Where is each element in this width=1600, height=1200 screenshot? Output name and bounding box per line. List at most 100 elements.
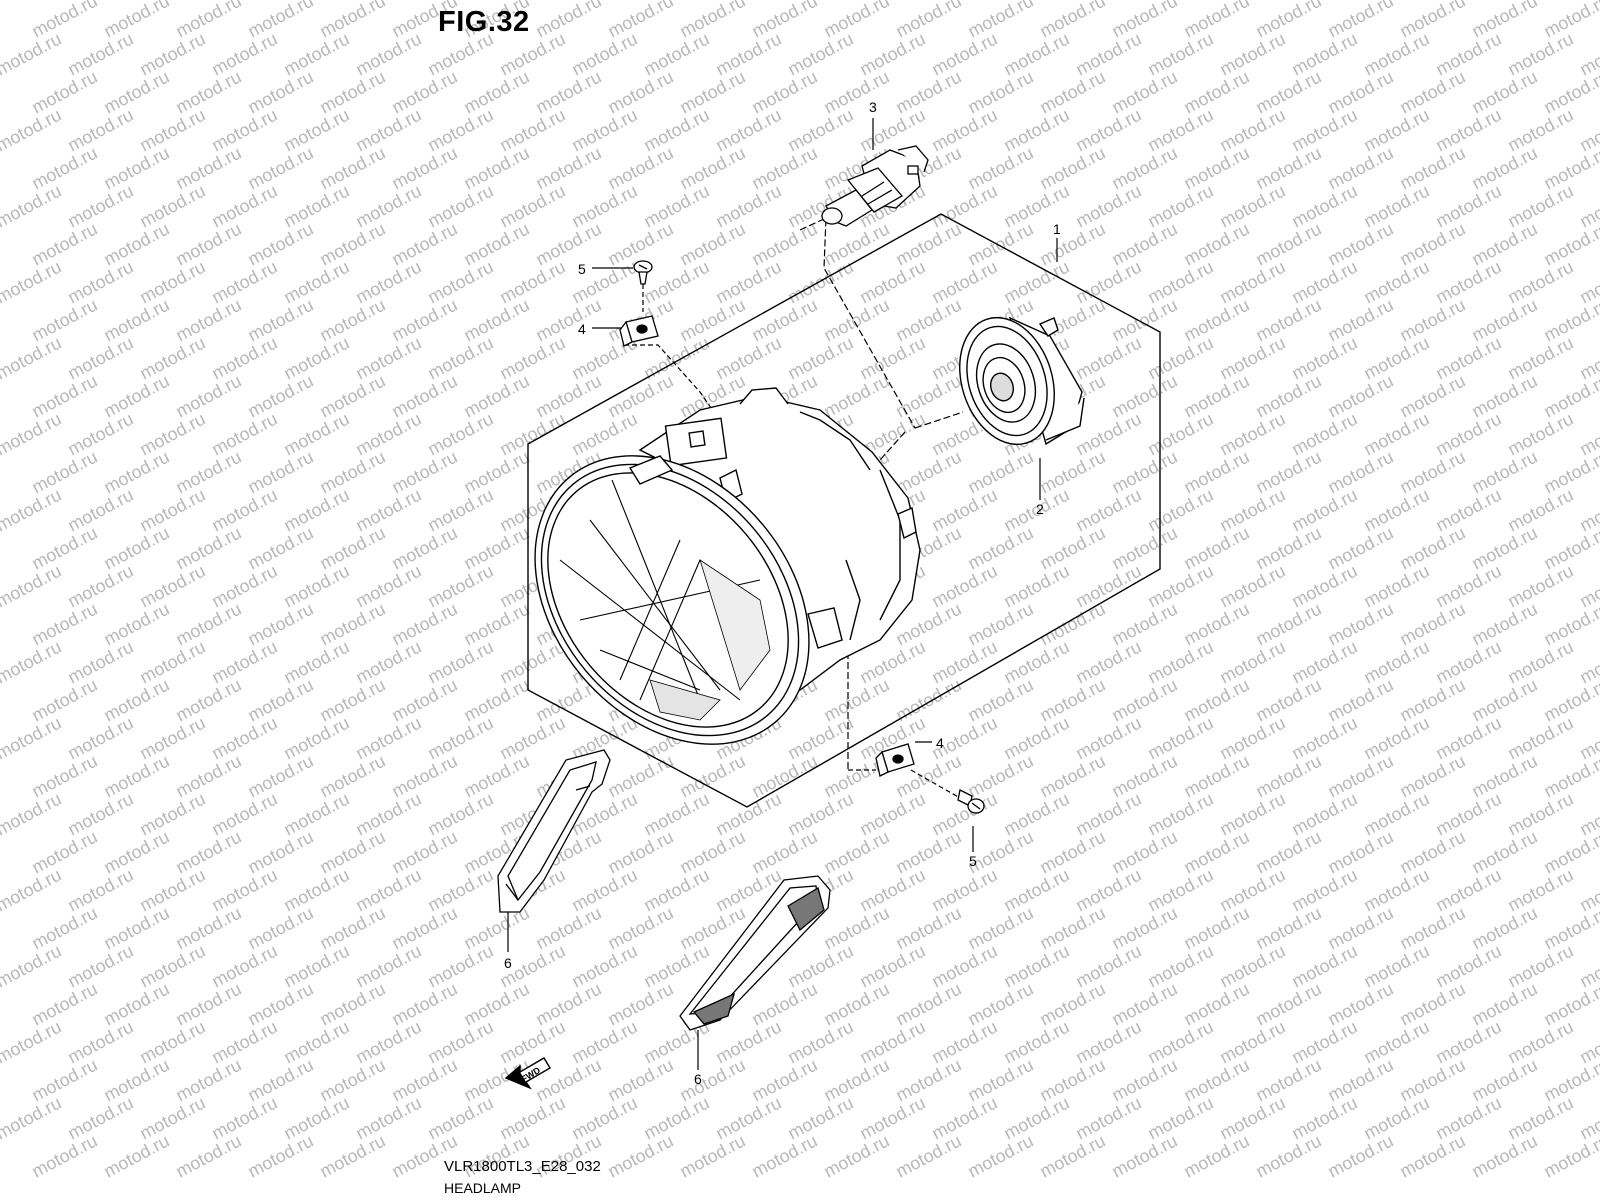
watermark-text: motod.ru <box>1288 789 1360 840</box>
watermark-text: motod.ru <box>1540 751 1600 802</box>
watermark-text: motod.ru <box>424 1093 496 1144</box>
watermark-text: motod.ru <box>892 979 964 1030</box>
watermark-text: motod.ru <box>1396 827 1468 878</box>
watermark-text: motod.ru <box>712 105 784 156</box>
watermark-text: motod.ru <box>100 903 172 954</box>
watermark-text: motod.ru <box>316 295 388 346</box>
watermark-text: motod.ru <box>1360 485 1432 536</box>
watermark-text: motod.ru <box>280 181 352 232</box>
watermark-text: motod.ru <box>1216 1093 1288 1144</box>
watermark-text: motod.ru <box>1324 0 1396 42</box>
watermark-text: motod.ru <box>316 1055 388 1106</box>
watermark-text: motod.ru <box>1180 599 1252 650</box>
watermark-text: motod.ru <box>280 1017 352 1068</box>
watermark-text: motod.ru <box>208 257 280 308</box>
watermark-text: motod.ru <box>460 979 532 1030</box>
watermark-text: motod.ru <box>1072 409 1144 460</box>
watermark-text: motod.ru <box>748 67 820 118</box>
watermark-text: motod.ru <box>964 447 1036 498</box>
watermark-text: motod.ru <box>856 941 928 992</box>
watermark-text: motod.ru <box>1360 105 1432 156</box>
watermark-text: motod.ru <box>712 1093 784 1144</box>
watermark-text: motod.ru <box>244 599 316 650</box>
watermark-text: motod.ru <box>0 1017 65 1068</box>
watermark-text: motod.ru <box>1396 903 1468 954</box>
watermark-text: motod.ru <box>604 1131 676 1182</box>
watermark-text: motod.ru <box>1324 599 1396 650</box>
watermark-text: motod.ru <box>1360 713 1432 764</box>
watermark-text: motod.ru <box>424 333 496 384</box>
watermark-text: motod.ru <box>172 219 244 270</box>
watermark-text: motod.ru <box>640 865 712 916</box>
watermark-text: motod.ru <box>28 447 100 498</box>
watermark-text: motod.ru <box>352 485 424 536</box>
watermark-text: motod.ru <box>1360 865 1432 916</box>
watermark-text: motod.ru <box>1072 485 1144 536</box>
watermark-text: motod.ru <box>424 865 496 916</box>
watermark-text: motod.ru <box>1252 523 1324 574</box>
watermark-text: motod.ru <box>28 67 100 118</box>
watermark-text: motod.ru <box>1540 67 1600 118</box>
watermark-text: motod.ru <box>784 789 856 840</box>
watermark-text: motod.ru <box>208 941 280 992</box>
watermark-text: motod.ru <box>0 1093 65 1144</box>
watermark-text: motod.ru <box>316 0 388 42</box>
watermark-text: motod.ru <box>172 523 244 574</box>
watermark-text: motod.ru <box>1468 0 1540 42</box>
watermark-text: motod.ru <box>28 599 100 650</box>
watermark-text: motod.ru <box>1072 637 1144 688</box>
watermark-text: motod.ru <box>928 485 1000 536</box>
watermark-text: motod.ru <box>1396 371 1468 422</box>
watermark-text: motod.ru <box>352 637 424 688</box>
watermark-text: motod.ru <box>136 637 208 688</box>
watermark-text: motod.ru <box>280 29 352 80</box>
watermark-text: motod.ru <box>1144 29 1216 80</box>
watermark-text: motod.ru <box>28 143 100 194</box>
watermark-text: motod.ru <box>496 713 568 764</box>
watermark-text: motod.ru <box>1432 333 1504 384</box>
watermark-text: motod.ru <box>1180 447 1252 498</box>
watermark-text: motod.ru <box>28 1131 100 1182</box>
watermark-text: motod.ru <box>748 143 820 194</box>
watermark-text: motod.ru <box>0 29 65 80</box>
watermark-text: motod.ru <box>0 181 65 232</box>
watermark-text: motod.ru <box>1216 941 1288 992</box>
watermark-text: motod.ru <box>1432 637 1504 688</box>
watermark-text: motod.ru <box>1216 561 1288 612</box>
watermark-text: motod.ru <box>316 143 388 194</box>
watermark-text: motod.ru <box>316 675 388 726</box>
watermark-text: motod.ru <box>1144 637 1216 688</box>
watermark-text: motod.ru <box>1468 523 1540 574</box>
watermark-text: motod.ru <box>892 295 964 346</box>
watermark-text: motod.ru <box>1216 713 1288 764</box>
watermark-text: motod.ru <box>496 257 568 308</box>
side-reflector-trim-icon <box>679 875 831 1031</box>
watermark-text: motod.ru <box>424 1017 496 1068</box>
watermark-text: motod.ru <box>100 371 172 422</box>
watermark-text: motod.ru <box>640 29 712 80</box>
watermark-text: motod.ru <box>820 979 892 1030</box>
watermark-text: motod.ru <box>100 447 172 498</box>
watermark-text: motod.ru <box>1432 941 1504 992</box>
watermark-text: motod.ru <box>280 257 352 308</box>
watermark-text: motod.ru <box>1504 789 1576 840</box>
callout-3: 3 <box>869 99 877 115</box>
watermark-text: motod.ru <box>1504 257 1576 308</box>
watermark-text: motod.ru <box>136 485 208 536</box>
watermark-text: motod.ru <box>604 903 676 954</box>
watermark-text: motod.ru <box>316 447 388 498</box>
watermark-text: motod.ru <box>280 865 352 916</box>
watermark-text: motod.ru <box>424 485 496 536</box>
watermark-text: motod.ru <box>1180 523 1252 574</box>
side-reflector-trim-icon <box>497 749 611 913</box>
watermark-text: motod.ru <box>1360 789 1432 840</box>
watermark-text: motod.ru <box>388 903 460 954</box>
watermark-text: motod.ru <box>1504 713 1576 764</box>
watermark-text: motod.ru <box>28 219 100 270</box>
watermark-text: motod.ru <box>208 485 280 536</box>
speed-nut-icon <box>875 743 915 777</box>
watermark-text: motod.ru <box>100 0 172 42</box>
watermark-text: motod.ru <box>1360 181 1432 232</box>
watermark-text: motod.ru <box>676 295 748 346</box>
watermark-text: motod.ru <box>244 143 316 194</box>
